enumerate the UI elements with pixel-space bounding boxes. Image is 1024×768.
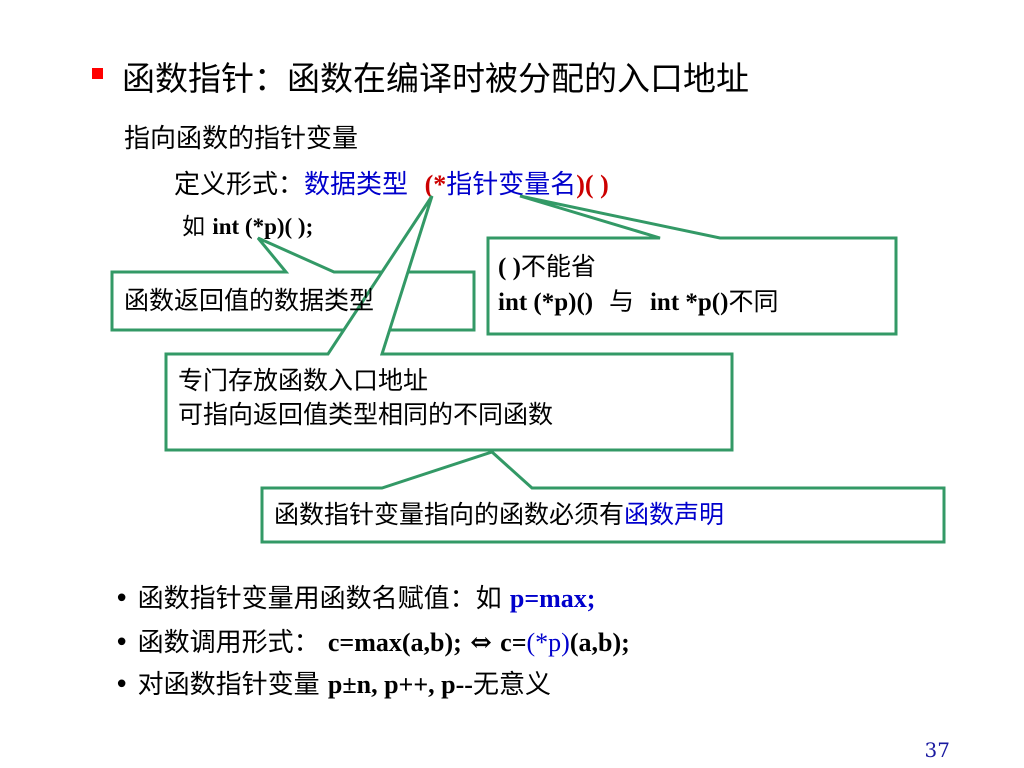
bullet-call-code-a: c=max(a,b); (327, 628, 462, 657)
callout-declare-highlight: 函数声明 (624, 500, 725, 529)
bullet-meaningless: • 对函数指针变量 p±n, p++, p--无意义 (114, 664, 551, 701)
callout-entry-line1: 专门存放函数入口地址 (178, 366, 429, 395)
bullet-mark: • (114, 584, 130, 614)
definition-paren-open: (* (424, 170, 447, 199)
bullet-call-code-d: (a,b); (569, 628, 630, 657)
callout-paren-code-a: int (*p)() (498, 289, 594, 316)
example-line: 如 int (*p)( ); (182, 207, 313, 241)
example-code: int (*p)( ); (212, 214, 314, 239)
callout-entry-line2: 可指向返回值类型相同的不同函数 (178, 400, 554, 429)
definition-prefix: 定义形式： (174, 170, 305, 200)
slide-title: 函数指针：函数在编译时被分配的入口地址 (122, 59, 749, 98)
example-prefix: 如 (182, 214, 205, 240)
pointer-var-heading: 指向函数的指针变量 (124, 124, 359, 154)
bullet-assign: • 函数指针变量用函数名赋值：如 p=max; (114, 578, 595, 615)
bullet-mark: • (114, 670, 130, 700)
bullet-meaningless-text: 对函数指针变量 (137, 670, 328, 700)
callout-paren-code-b: int *p() (649, 289, 729, 316)
bullet-mark: • (114, 628, 130, 658)
definition-ptr-name: 指针变量名 (446, 170, 577, 200)
callout-paren-line2: int (*p)() 与 int *p()不同 (498, 285, 778, 320)
callout-paren: ( )不能省 int (*p)() 与 int *p()不同 (498, 250, 778, 320)
bullet-meaningless-code: p±n, p++, p-- (327, 670, 473, 699)
definition-type: 数据类型 (304, 170, 409, 200)
callout-declare-shape (260, 450, 946, 544)
callout-paren-shape (486, 194, 898, 336)
definition-form: 定义形式：数据类型 (*指针变量名)( ) (174, 164, 609, 201)
title-bullet-icon (92, 68, 103, 79)
callout-declare: 函数指针变量指向的函数必须有函数声明 (274, 498, 724, 532)
callout-paren-end: 不同 (728, 287, 779, 316)
bullet-call-code-b: c= (500, 628, 527, 657)
bullet-call-code-c: (*p) (526, 628, 570, 657)
callout-paren-text: 不能省 (520, 252, 596, 281)
definition-paren-close: )( ) (576, 170, 609, 199)
callout-paren-line1: ( )不能省 (498, 250, 778, 285)
equivalence-icon: ⇔ (470, 628, 492, 658)
bullet-assign-text: 函数指针变量用函数名赋值：如 (137, 584, 510, 614)
callout-declare-text: 函数指针变量指向的函数必须有 (274, 500, 625, 529)
bullet-call: • 函数调用形式： c=max(a,b); ⇔ c=(*p)(a,b); (114, 622, 630, 659)
bullet-call-text: 函数调用形式： (137, 628, 328, 658)
bullet-meaningless-end: 无意义 (472, 670, 551, 700)
callout-entry-shape (164, 195, 734, 452)
callout-entry: 专门存放函数入口地址 可指向返回值类型相同的不同函数 (178, 364, 553, 432)
bullet-assign-code: p=max; (509, 584, 596, 613)
callout-paren-mid: 与 (609, 287, 635, 316)
callout-return-type: 函数返回值的数据类型 (124, 286, 375, 315)
callout-paren-code: ( ) (498, 254, 521, 281)
page-number: 37 (924, 738, 950, 762)
